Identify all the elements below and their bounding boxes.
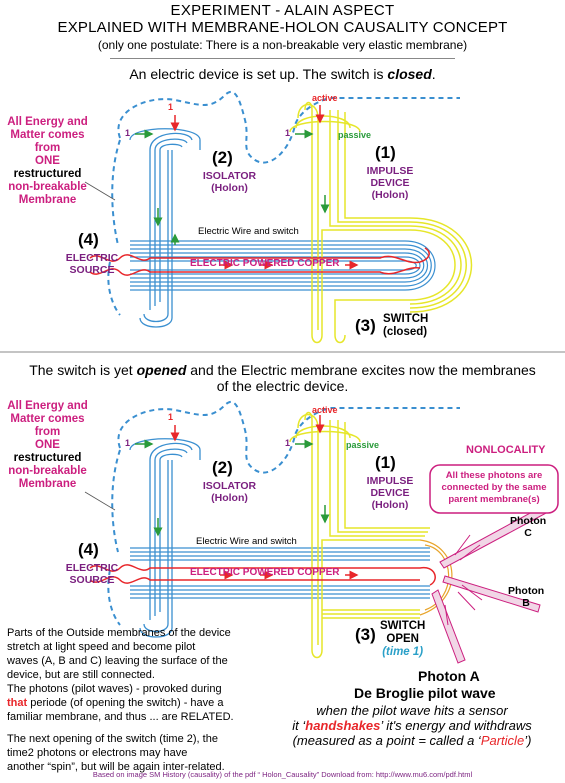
top-red-one: 1 [168,102,174,112]
title-line-1: EXPERIMENT - ALAIN ASPECT [170,2,395,19]
title-line-2: EXPLAINED WITH MEMBRANE-HOLON CAUSALITY … [57,19,508,36]
top-purple-one-right: 1 [285,128,291,138]
top-caption: An electric device is set up. The switch… [129,66,436,82]
photon-b-beam [442,575,541,613]
membrane-dashed-left [111,139,121,246]
explanation-text: Parts of the Outside membranes of the de… [7,627,234,773]
bottom-caption: The switch is yet opened and the Electri… [29,362,536,394]
divider [110,58,455,59]
photon-a-label: Photon A [418,668,480,684]
nonlocality-title: NONLOCALITY [466,444,546,456]
bottom-isolator-label: ISOLATOR(Holon) [202,480,257,504]
bottom-isolator-num: (2) [212,458,233,477]
membrane-dashed-top [117,90,460,164]
top-active-label: active [312,93,338,103]
nonlocality-box [429,464,559,514]
top-diagram [84,90,473,344]
photon-a-beam [431,589,466,664]
footer-source-note: Based on image SM History (causality) of… [92,770,473,779]
sensor-note: when the pilot wave hits a sensor it ‘ha… [292,703,532,748]
isolator-loops [129,128,201,328]
electric-wave-lower [89,267,421,276]
top-impulse-num: (1) [375,143,396,162]
electric-wave [89,247,430,264]
pilot-wave-label: De Broglie pilot wave [354,685,496,701]
top-switch-num: (3) [355,316,376,335]
bottom-source-num: (4) [78,540,99,559]
bottom-switch-label: SWITCH OPEN (time 1) [380,620,426,658]
nonlocality-text: All these photons are connected by the s… [441,470,547,505]
impulse-device [289,101,473,344]
bottom-red-one: 1 [168,412,174,422]
top-passive-label: passive [338,130,372,140]
membrane-dashed-left-lower [107,261,121,316]
top-wire-label: Electric Wire and switch [198,226,299,237]
bottom-purple-one-right: 1 [285,438,291,448]
photon-spikes [444,534,483,626]
top-copper-label: ELECTRIC POWERED COPPER [190,258,340,269]
bottom-energy-note: All Energy and Matter comes from ONE res… [7,400,88,490]
top-source-num: (4) [78,230,99,249]
top-switch-label: SWITCH(closed) [383,313,429,338]
bottom-purple-one: 1 [125,438,131,448]
subtitle: (only one postulate: There is a non-brea… [97,38,468,52]
bottom-impulse-num: (1) [375,453,396,472]
bottom-copper-label: ELECTRIC POWERED COPPER [190,567,340,578]
top-energy-note: All Energy and Matter comes from ONE res… [7,116,88,206]
top-isolator-label: ISOLATOR(Holon) [202,170,257,194]
bottom-switch-num: (3) [355,625,376,644]
bottom-passive-label: passive [346,440,380,450]
top-isolator-num: (2) [212,148,233,167]
top-purple-one: 1 [125,128,131,138]
bottom-diagram [84,400,559,664]
bottom-active-label: active [312,405,338,415]
bottom-wire-label: Electric Wire and switch [196,536,297,547]
